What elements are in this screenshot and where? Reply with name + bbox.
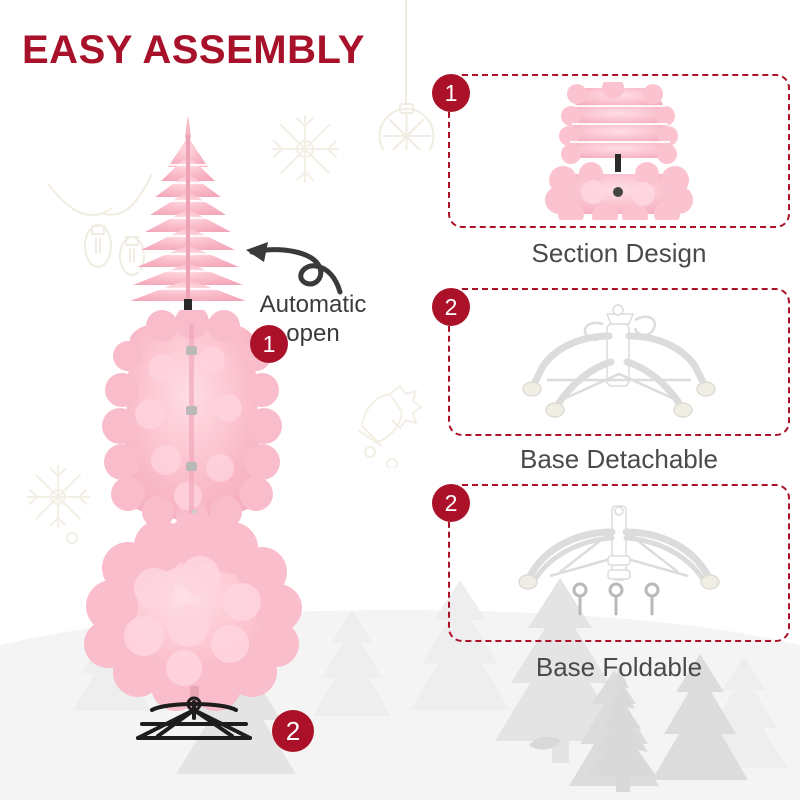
- tree-collapsed: [104, 115, 274, 330]
- tree-stand-open-icon: [450, 290, 788, 434]
- panel-2-label: Base Detachable: [519, 444, 719, 474]
- panel-1-label: Section Design: [531, 238, 707, 268]
- tree-sections-icon: [450, 76, 788, 226]
- panel-2-badge: 2: [432, 288, 470, 326]
- step-badge-1: 1: [250, 325, 288, 363]
- panel-base-foldable[interactable]: Base Foldable 2: [418, 470, 790, 690]
- step-badge-2: 2: [272, 710, 314, 752]
- curved-arrow-icon: [246, 242, 343, 295]
- panel-1-frame: [448, 74, 790, 228]
- panel-1-badge: 1: [432, 74, 470, 112]
- tree-open-on-stand: [80, 510, 310, 745]
- panel-2-frame: [448, 288, 790, 436]
- page-title: EASY ASSEMBLY: [22, 28, 365, 72]
- assembly-sequence: Automatic open 1 2: [0, 70, 400, 752]
- callout-line-2: open: [286, 320, 340, 348]
- feature-panels: Section Design 1: [418, 60, 800, 740]
- panel-3-frame: [448, 484, 790, 642]
- callout-line-1: Automatic: [259, 291, 367, 318]
- panel-3-badge: 2: [432, 484, 470, 522]
- panel-section-design[interactable]: Section Design 1: [418, 60, 790, 270]
- panel-3-label: Base Foldable: [535, 652, 703, 682]
- tree-stand-folded-icon: [450, 486, 788, 640]
- panel-base-detachable[interactable]: Base Detachable 2: [418, 278, 790, 478]
- automatic-open-callout: Automatic open: [238, 290, 388, 349]
